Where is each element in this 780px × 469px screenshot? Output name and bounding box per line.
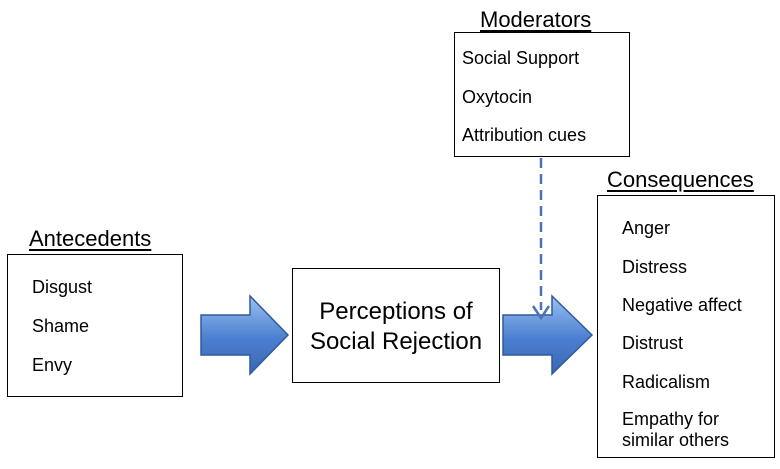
consequences-heading: Consequences bbox=[607, 167, 754, 192]
antecedent-item: Shame bbox=[32, 316, 90, 336]
moderator-item: Social Support bbox=[462, 48, 580, 68]
consequence-item: Empathy for bbox=[622, 409, 720, 429]
consequence-item: Anger bbox=[622, 218, 671, 238]
moderators-box: Social Support Oxytocin Attribution cues bbox=[454, 32, 630, 157]
perceptions-to-consequences-arrow bbox=[502, 294, 594, 376]
moderators-heading: Moderators bbox=[480, 7, 592, 32]
antecedents-heading: Antecedents bbox=[29, 226, 152, 251]
consequences-box: Anger Distress Negative affect Distrust … bbox=[597, 195, 775, 458]
moderator-item: Attribution cues bbox=[462, 125, 587, 145]
consequence-item: Distrust bbox=[622, 333, 684, 353]
antecedent-item: Envy bbox=[32, 355, 73, 375]
antecedent-item: Disgust bbox=[32, 277, 93, 297]
consequence-item: similar others bbox=[622, 430, 730, 450]
moderator-item: Oxytocin bbox=[462, 87, 533, 107]
antecedents-to-perceptions-arrow bbox=[200, 294, 290, 376]
consequence-item: Radicalism bbox=[622, 372, 711, 392]
consequence-item: Negative affect bbox=[622, 295, 742, 315]
consequence-item: Distress bbox=[622, 257, 688, 277]
moderator-arrowhead bbox=[531, 305, 551, 321]
antecedents-box: Disgust Shame Envy bbox=[7, 254, 183, 397]
perceptions-label-line1: Perceptions of bbox=[319, 298, 473, 325]
perceptions-label-line2: Social Rejection bbox=[309, 328, 483, 355]
perceptions-box: Perceptions of Social Rejection bbox=[292, 268, 500, 383]
